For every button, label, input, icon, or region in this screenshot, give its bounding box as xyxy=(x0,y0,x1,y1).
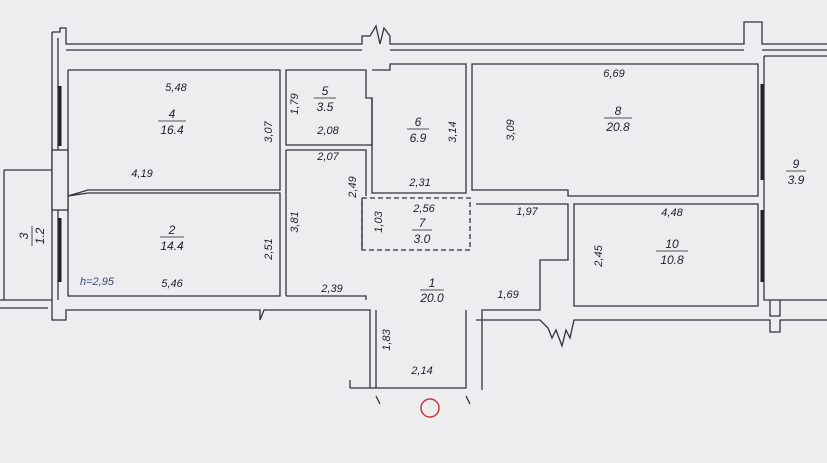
dim-r8-top: 6,69 xyxy=(603,68,624,80)
room-2-area: 14.4 xyxy=(160,239,184,253)
dim-r2-left: 2,51 xyxy=(263,238,275,260)
room-5-area: 3.5 xyxy=(317,100,334,114)
dim-r5-left: 1,79 xyxy=(289,93,301,114)
room-7-area: 3.0 xyxy=(414,232,431,246)
dim-r7-left: 1,03 xyxy=(373,210,385,232)
dim-corr-right: 2,49 xyxy=(347,176,359,198)
dim-r8-left: 3,09 xyxy=(505,119,517,140)
room-3-number: 3 xyxy=(17,232,31,239)
room-4-area: 16.4 xyxy=(160,123,184,137)
dim-r1-notch: 1,97 xyxy=(516,206,538,218)
dim-r7-top: 2,56 xyxy=(412,203,435,215)
dim-r1-left: 2,39 xyxy=(320,283,342,295)
walls xyxy=(0,21,827,405)
room-1-number: 1 xyxy=(429,276,436,290)
room-7-number: 7 xyxy=(419,216,427,230)
room-6-area: 6.9 xyxy=(410,131,427,145)
room-9-area: 3.9 xyxy=(788,173,805,187)
red-circle-mark xyxy=(420,398,440,418)
dim-r6-bottom: 2,31 xyxy=(408,177,430,189)
room-5-number: 5 xyxy=(322,84,329,98)
dim-r4-top: 5,48 xyxy=(165,82,187,94)
room-labels: 1 20.0 2 14.4 3 1.2 4 16.4 5 3.5 6 6.9 7… xyxy=(17,84,806,305)
room-10-area: 10.8 xyxy=(660,253,684,267)
dim-r2-right: 3,81 xyxy=(289,211,301,232)
room-1-area: 20.0 xyxy=(419,291,444,305)
dim-r5-bottom: 2,08 xyxy=(316,125,339,137)
room-6-number: 6 xyxy=(415,115,422,129)
dim-r10-top: 4,48 xyxy=(661,207,683,219)
dim-r1-right: 1,69 xyxy=(497,289,518,301)
dimensions: 5,48 4,19 2,08 2,07 2,31 6,69 2,56 1,97 … xyxy=(131,68,683,377)
room-4-number: 4 xyxy=(169,107,176,121)
dim-r10-left: 2,45 xyxy=(593,244,605,267)
room-10-number: 10 xyxy=(665,237,679,251)
dim-entry-left: 1,83 xyxy=(381,328,393,350)
room-8-area: 20.8 xyxy=(605,120,630,134)
dim-r6-right: 3,14 xyxy=(447,121,459,142)
room-8-number: 8 xyxy=(615,104,622,118)
room-2-number: 2 xyxy=(168,223,176,237)
ceiling-height-label: h=2,95 xyxy=(80,276,115,288)
dim-r4-bottom: 4,19 xyxy=(131,168,152,180)
room-3-area: 1.2 xyxy=(33,227,47,244)
dim-r4-right: 3,07 xyxy=(263,120,275,142)
dim-corr-top: 2,07 xyxy=(316,151,339,163)
dim-r2-bottom: 5,46 xyxy=(161,278,183,290)
room-9-number: 9 xyxy=(793,157,800,171)
windows xyxy=(58,84,764,282)
dim-entry-bottom: 2,14 xyxy=(410,365,432,377)
